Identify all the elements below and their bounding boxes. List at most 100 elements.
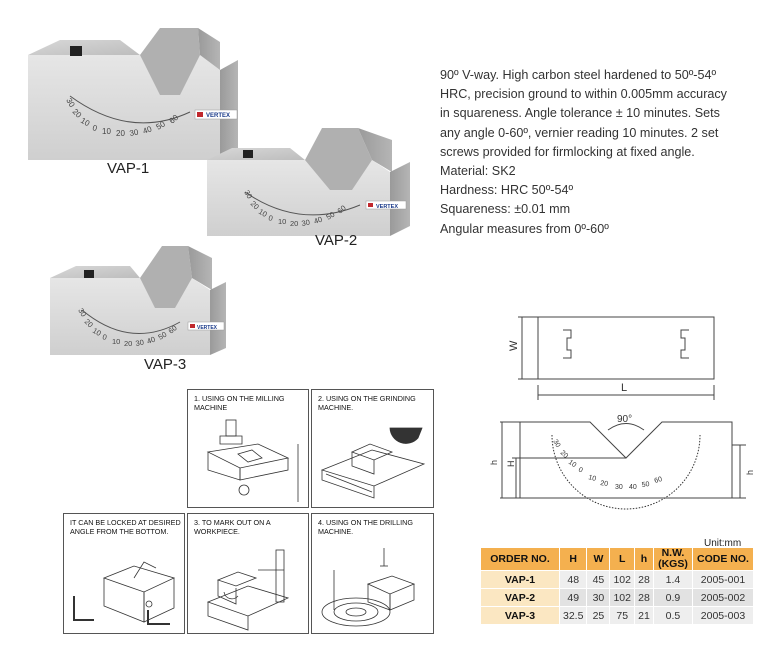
description-line: 90º V-way. High carbon steel hardened to… (440, 68, 717, 82)
table-row: VAP-3 32.5 25 75 21 0.5 2005-003 (480, 606, 754, 625)
cell-h-small: 28 (633, 588, 654, 607)
svg-text:40: 40 (146, 335, 157, 346)
usage-locked-caption: IT CAN BE LOCKED AT DESIRED ANGLE FROM T… (70, 518, 181, 536)
svg-text:0: 0 (91, 123, 98, 133)
description-line: screws provided for firmlocking at fixed… (440, 144, 695, 159)
svg-text:20: 20 (600, 480, 609, 488)
lock-illustration (73, 561, 176, 625)
svg-text:0: 0 (577, 466, 584, 474)
vap-2-block (207, 128, 410, 236)
col-code-no: CODE NO. (691, 547, 754, 571)
cell-l: 75 (609, 606, 635, 625)
svg-text:20: 20 (559, 449, 570, 460)
dim-h-big: H (506, 461, 516, 468)
svg-text:20: 20 (124, 339, 132, 348)
usage-milling-caption: 1. USING ON THE MILLING MACHINE (194, 394, 285, 412)
cell-h: 49 (558, 588, 588, 607)
cell-w: 30 (586, 588, 611, 607)
svg-text:0: 0 (267, 213, 273, 223)
vap-2-scale: 30 20 10 0 10 20 30 40 50 60 (242, 189, 347, 229)
svg-text:0: 0 (101, 332, 107, 342)
col-nw: N.W. (KGS) (652, 547, 693, 571)
cell-h-small: 21 (633, 606, 654, 625)
svg-text:30: 30 (551, 439, 561, 449)
spec-table: ORDER NO. H W L h N.W. (KGS) CODE NO. VA… (480, 547, 754, 625)
dim-l: L (621, 382, 627, 394)
dim-w: W (508, 340, 520, 351)
cell-nw: 0.5 (652, 606, 693, 625)
usage-drilling-panel: 4. USING ON THE DRILLING MACHINE. (311, 513, 434, 634)
svg-text:10: 10 (587, 474, 596, 483)
usage-locked-panel: IT CAN BE LOCKED AT DESIRED ANGLE FROM T… (63, 513, 185, 634)
cell-l: 102 (609, 588, 635, 607)
svg-text:30: 30 (242, 189, 254, 201)
dim-angle: 90° (617, 414, 632, 425)
description-line: any angle 0-60º, vernier reading 10 minu… (440, 125, 719, 140)
col-h: H (558, 547, 588, 571)
svg-text:30: 30 (301, 218, 311, 228)
description-squareness: Squareness: ±0.01 mm (440, 202, 571, 217)
vap-1-label: VAP-1 (107, 160, 150, 177)
description-line: in squareness. Angle tolerance ± 10 minu… (440, 106, 720, 121)
svg-text:50: 50 (325, 210, 337, 222)
table-row: VAP-1 48 45 102 28 1.4 2005-001 (480, 570, 754, 589)
svg-text:20: 20 (290, 219, 298, 228)
svg-text:10: 10 (278, 217, 286, 226)
description-line: HRC, precision ground to within 0.005mm … (440, 87, 727, 102)
svg-text:10: 10 (112, 337, 120, 346)
usage-milling-panel: 1. USING ON THE MILLING MACHINE (187, 389, 309, 508)
description-hardness: Hardness: HRC 50º-54º (440, 183, 574, 198)
col-h-small: h (633, 547, 654, 571)
usage-markout-panel: 3. TO MARK OUT ON A WORKPIECE. (187, 513, 309, 634)
col-l: L (609, 547, 635, 571)
svg-text:10: 10 (102, 127, 111, 136)
cell-nw: 0.9 (652, 588, 693, 607)
cell-code-no: 2005-001 (691, 570, 754, 589)
cell-l: 102 (609, 570, 635, 589)
svg-text:50: 50 (157, 330, 169, 342)
svg-text:30: 30 (135, 338, 145, 348)
svg-text:30: 30 (76, 307, 88, 319)
cell-code-no: 2005-002 (691, 588, 754, 607)
product-description: 90º V-way. High carbon steel hardened to… (440, 66, 750, 239)
cell-order-no: VAP-3 (480, 606, 560, 625)
svg-text:20: 20 (116, 129, 125, 138)
svg-text:10: 10 (257, 207, 269, 219)
svg-text:40: 40 (629, 484, 637, 491)
vap-1-block (28, 28, 238, 160)
svg-text:40: 40 (142, 124, 154, 136)
cell-order-no: VAP-1 (480, 570, 560, 589)
cell-w: 45 (586, 570, 611, 589)
table-header-row: ORDER NO. H W L h N.W. (KGS) CODE NO. (480, 547, 754, 571)
dimension-drawing: 30 20 10 0 10 20 30 40 50 60 W L 90° h H… (489, 316, 755, 510)
cell-h-small: 28 (633, 570, 654, 589)
unit-label: Unit:mm (704, 538, 742, 549)
drilling-illustration (321, 548, 416, 627)
vap-3-brand: VERTEX (197, 325, 218, 331)
svg-text:10: 10 (567, 459, 577, 469)
svg-text:10: 10 (91, 326, 103, 338)
usage-markout-caption: 3. TO MARK OUT ON A WORKPIECE. (194, 518, 271, 536)
table-row: VAP-2 49 30 102 28 0.9 2005-002 (480, 588, 754, 607)
cell-h: 32.5 (558, 606, 588, 625)
cell-h: 48 (558, 570, 588, 589)
svg-text:30: 30 (615, 484, 623, 491)
dim-h-right: h (745, 470, 755, 475)
vap-2-brand: VERTEX (376, 204, 398, 210)
drawing-scale: 30 20 10 0 10 20 30 40 50 60 (551, 439, 663, 492)
milling-illustration (206, 419, 299, 502)
cell-code-no: 2005-003 (691, 606, 754, 625)
dim-h-small-left: h (489, 460, 499, 465)
description-material: Material: SK2 (440, 164, 516, 179)
svg-text:40: 40 (313, 215, 324, 226)
svg-text:30: 30 (129, 127, 140, 138)
vap-2-label: VAP-2 (315, 232, 358, 249)
col-w: W (586, 547, 611, 571)
markout-illustration (206, 549, 290, 631)
col-order-no: ORDER NO. (480, 547, 560, 571)
vap-3-label: VAP-3 (144, 356, 187, 373)
vap-3-block (50, 246, 226, 355)
cell-w: 25 (586, 606, 611, 625)
cell-order-no: VAP-2 (480, 588, 560, 607)
usage-grinding-panel: 2. USING ON THE GRINDING MACHINE. (311, 389, 434, 508)
